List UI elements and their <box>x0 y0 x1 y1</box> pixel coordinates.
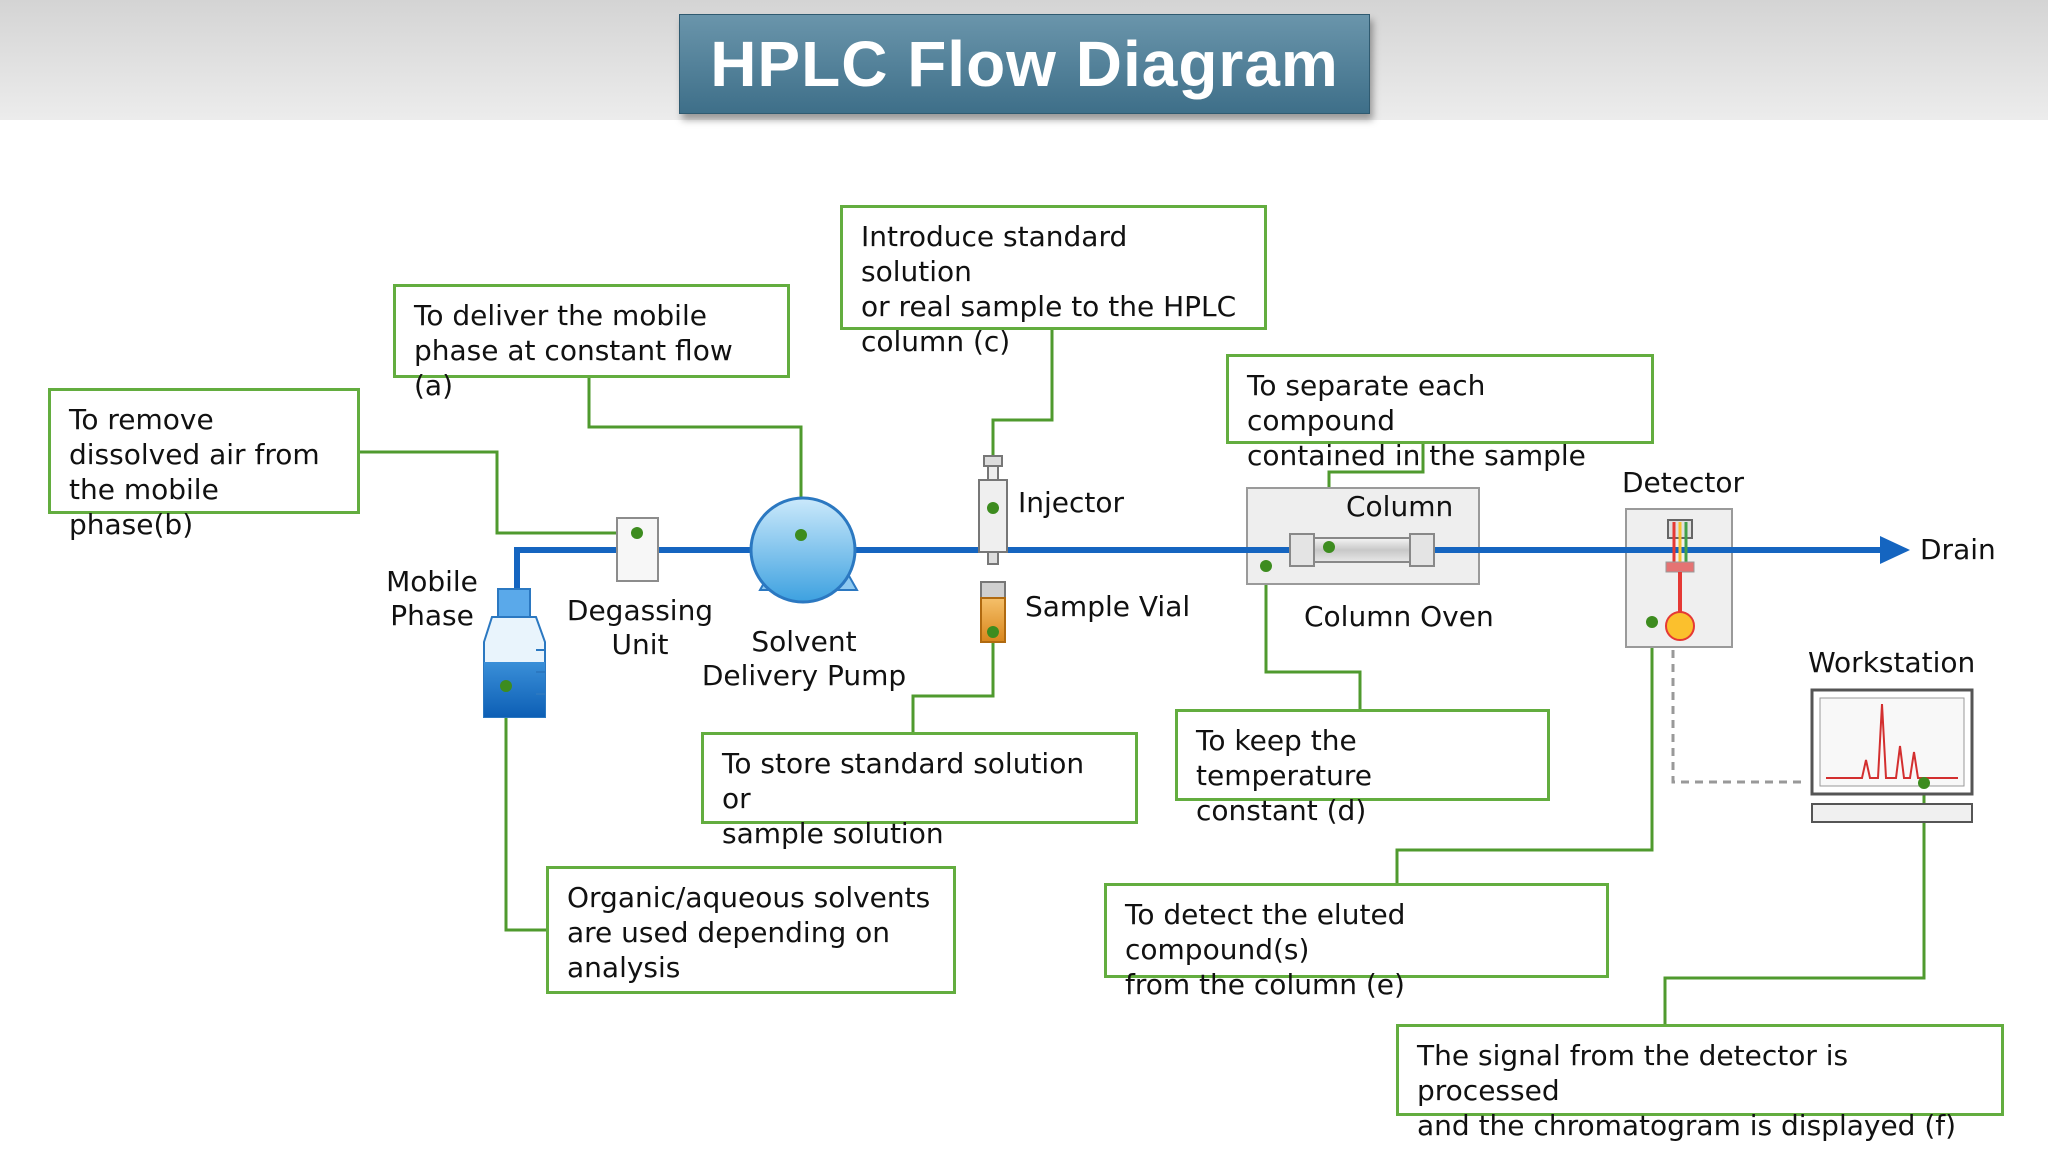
label-sample-vial: Sample Vial <box>1025 590 1191 623</box>
label-injector: Injector <box>1018 486 1125 519</box>
detector-optics <box>1665 519 1695 641</box>
column-oven-box <box>1246 487 1480 585</box>
mobile-phase-bottle <box>483 588 546 718</box>
label-degassing-unit: Degassing Unit <box>566 594 714 661</box>
solvent-delivery-pump <box>749 496 859 604</box>
injector <box>978 455 1008 565</box>
label-drain: Drain <box>1920 533 1996 566</box>
sample-vial <box>980 581 1006 643</box>
page-title: HPLC Flow Diagram <box>679 14 1370 114</box>
callout-column-purpose: To separate each compound contained in t… <box>1226 354 1654 472</box>
callout-workstation-purpose: The signal from the detector is processe… <box>1396 1024 2004 1142</box>
callout-injector-purpose: Introduce standard solution or real samp… <box>840 205 1267 358</box>
callout-degassing-purpose: To remove dissolved air from the mobile … <box>48 388 360 541</box>
callout-pump-purpose: To deliver the mobile phase at constant … <box>393 284 790 402</box>
leader-solvents <box>504 686 546 932</box>
label-solvent-delivery-pump: Solvent Delivery Pump <box>701 625 907 692</box>
leader-oven <box>1264 566 1362 709</box>
leader-detector <box>1395 622 1654 883</box>
workstation-computer <box>1810 688 1974 823</box>
callout-vial-purpose: To store standard solution or sample sol… <box>701 732 1138 850</box>
callout-mobile-phase-purpose: Organic/aqueous solvents are used depend… <box>546 866 956 994</box>
callout-detector-purpose: To detect the eluted compound(s) from th… <box>1104 883 1609 1001</box>
leader-vial <box>911 632 995 732</box>
label-workstation: Workstation <box>1808 646 1976 679</box>
leader-degassing <box>360 450 637 535</box>
label-mobile-phase: Mobile Phase <box>386 565 478 632</box>
leader-workstation <box>1663 783 1926 1024</box>
column <box>1289 533 1435 567</box>
label-column: Column <box>1346 490 1454 523</box>
signal-line <box>1671 622 1806 784</box>
connector-dots <box>500 502 1930 789</box>
drain-arrowhead <box>1880 536 1910 564</box>
callout-oven-purpose: To keep the temperature constant (d) <box>1175 709 1550 827</box>
label-detector: Detector <box>1622 466 1745 499</box>
leader-pump <box>587 378 803 535</box>
label-column-oven: Column Oven <box>1304 600 1494 633</box>
